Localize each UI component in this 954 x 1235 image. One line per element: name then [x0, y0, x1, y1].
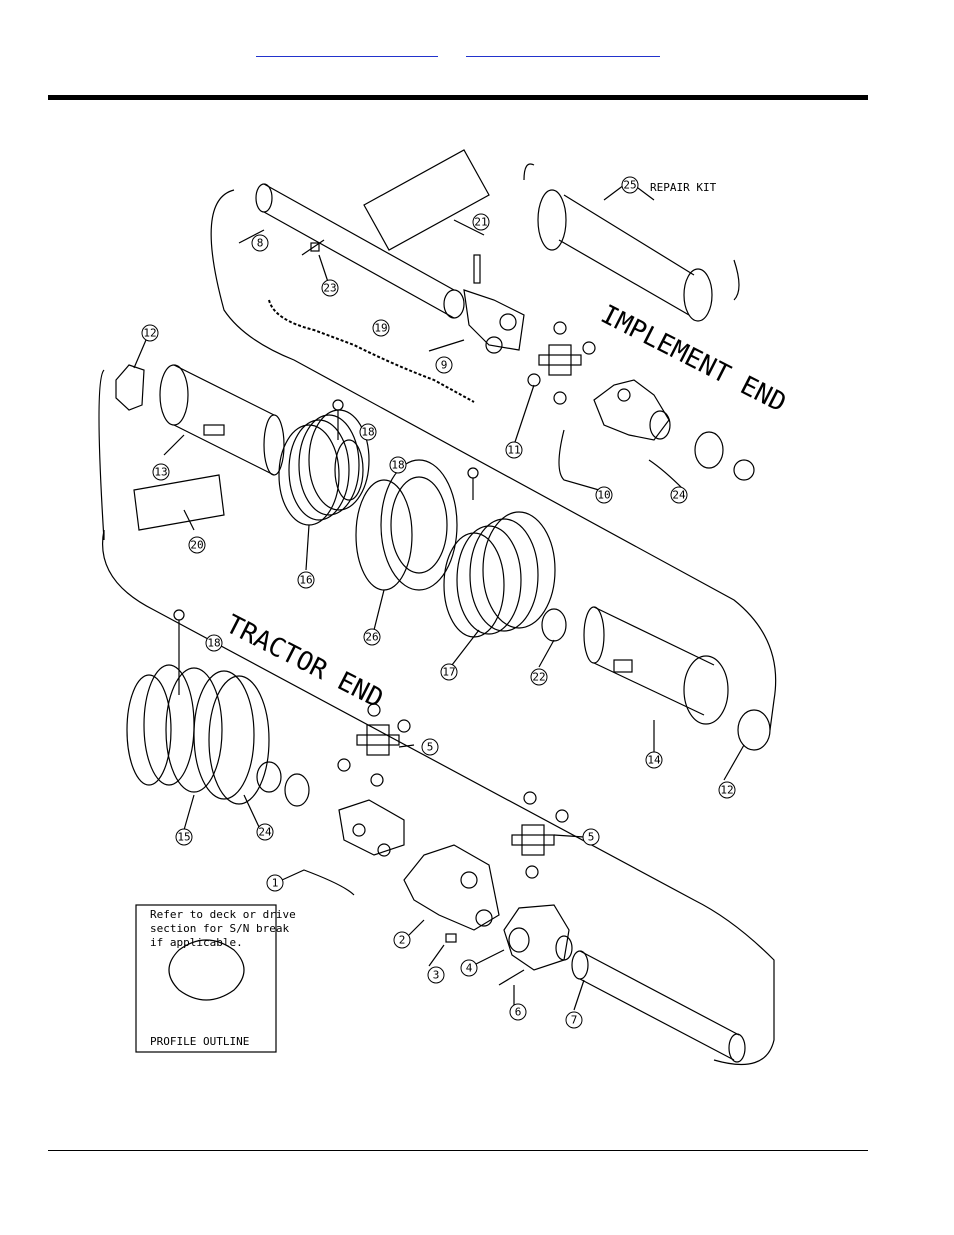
callout-14: 14	[647, 754, 661, 767]
outer-tube-part-14	[584, 607, 728, 724]
callout-8: 8	[257, 237, 264, 250]
driveline-exploded-view: IMPLEMENT END TRACTOR END REPAIR KIT Ref…	[94, 140, 786, 1075]
cross-kit-part-5-upper	[338, 704, 410, 786]
callout-17: 17	[442, 666, 455, 679]
callout-10: 10	[597, 489, 610, 502]
callout-5: 5	[427, 741, 434, 754]
callout-25: 25	[623, 179, 636, 192]
footer-rule	[48, 1150, 868, 1151]
tractor-end-label: TRACTOR END	[221, 610, 388, 715]
housing-part-26	[356, 460, 457, 590]
callout-24: 24	[258, 826, 272, 839]
callout-12: 12	[143, 327, 156, 340]
callout-13: 13	[154, 466, 167, 479]
decal-part-21	[364, 150, 489, 250]
grease-fitting-part-3	[446, 934, 456, 942]
chain-part-19	[269, 300, 474, 402]
bellows-part-15	[127, 665, 269, 804]
bellows-part-17	[444, 512, 555, 637]
bellows-part-16	[279, 410, 369, 525]
yoke-part-1	[339, 800, 404, 856]
callout-24: 24	[672, 489, 686, 502]
yoke-part-9	[464, 255, 524, 353]
callout-23: 23	[323, 282, 336, 295]
callout-15: 15	[177, 831, 190, 844]
note-line-2: section for S/N break	[150, 922, 289, 935]
callout-20: 20	[190, 539, 203, 552]
cross-kit-part-11	[528, 322, 595, 404]
note-line-3: if applicable.	[150, 936, 243, 949]
callout-2: 2	[399, 934, 406, 947]
outer-tube-part-13	[160, 365, 284, 475]
callout-11: 11	[507, 444, 520, 457]
callout-4: 4	[466, 962, 473, 975]
nav-link-1[interactable]	[256, 40, 438, 57]
nav-link-2[interactable]	[466, 40, 660, 57]
callout-18: 18	[207, 637, 220, 650]
grease-fitting-part-23	[302, 240, 324, 255]
inner-tube-part-7	[572, 951, 745, 1062]
callout-7: 7	[571, 1014, 578, 1027]
profile-outline-shape	[169, 940, 244, 1000]
profile-outline-label: PROFILE OUTLINE	[150, 1035, 249, 1048]
callout-5: 5	[588, 831, 595, 844]
callout-22: 22	[532, 671, 545, 684]
header-rule	[48, 95, 868, 100]
shield-clip-part-12-bottom	[738, 710, 770, 750]
callout-12: 12	[720, 784, 733, 797]
callout-6: 6	[515, 1006, 522, 1019]
callout-9: 9	[441, 359, 448, 372]
callout-19: 19	[374, 322, 387, 335]
callout-21: 21	[474, 216, 487, 229]
exploded-parts-diagram: IMPLEMENT END TRACTOR END REPAIR KIT Ref…	[94, 140, 786, 1075]
callout-16: 16	[299, 574, 312, 587]
tractor-group-outline	[99, 370, 774, 1065]
note-line-1: Refer to deck or drive	[150, 908, 296, 921]
callout-3: 3	[433, 969, 440, 982]
callout-18: 18	[391, 459, 404, 472]
yoke-part-2	[404, 845, 499, 930]
tube-part-8	[256, 184, 464, 318]
shield-clip-part-12-top	[116, 365, 144, 410]
yoke-part-4	[504, 905, 572, 970]
callout-1: 1	[272, 877, 279, 890]
decal-part-20	[134, 475, 224, 530]
pin-part-6	[499, 970, 524, 985]
callout-18: 18	[361, 426, 374, 439]
yoke-part-10	[594, 380, 754, 480]
repair-kit-label: REPAIR KIT	[650, 181, 717, 194]
callout-26: 26	[365, 631, 378, 644]
collar-part-22	[542, 609, 566, 641]
fastener-part-18-b	[468, 468, 478, 500]
